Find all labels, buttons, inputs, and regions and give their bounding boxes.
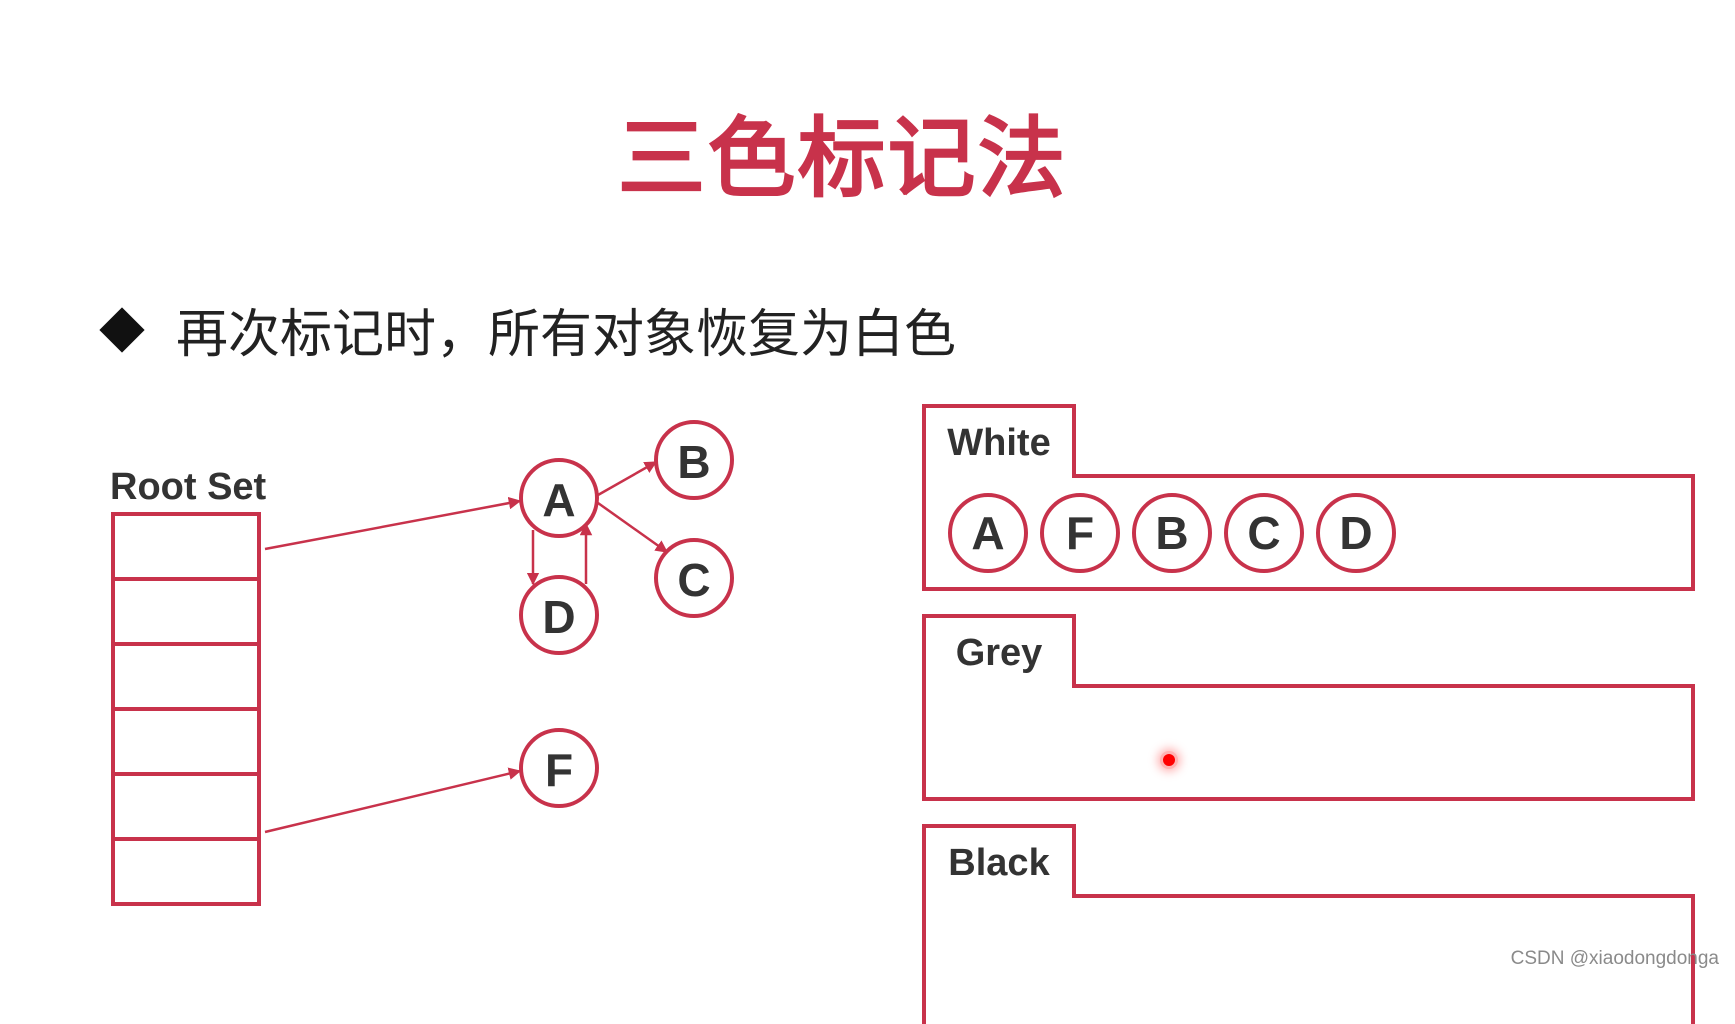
- root-set-cell: [111, 837, 261, 906]
- white-item-a: A: [948, 492, 1028, 573]
- node-c-label: C: [677, 554, 710, 606]
- node-f: F: [519, 728, 599, 808]
- node-b-label: B: [677, 436, 710, 488]
- white-set-box: A F B C D: [922, 474, 1695, 591]
- node-d: D: [519, 575, 599, 655]
- page-title: 三色标记法: [617, 107, 1068, 210]
- white-item-b: B: [1132, 492, 1212, 573]
- edge-a-to-b: [597, 460, 658, 497]
- root-set-stack: [111, 512, 261, 906]
- node-f-label: F: [545, 744, 573, 796]
- edge-a-to-c: [597, 501, 669, 554]
- white-item-f: F: [1040, 492, 1120, 573]
- object-graph: A B C D F: [264, 420, 734, 834]
- grey-set-label: Grey: [922, 614, 1076, 688]
- pointer-cursor-icon: [1163, 754, 1175, 766]
- bullet-text: 再次标记时，所有对象恢复为白色: [176, 305, 957, 365]
- edge-root-to-a: [264, 496, 522, 551]
- grey-set-box: [922, 684, 1695, 801]
- root-set-label: Root Set: [110, 466, 267, 508]
- watermark: CSDN @xiaodongdonga: [1510, 948, 1719, 969]
- white-set-label: White: [922, 404, 1076, 478]
- white-item-c: C: [1224, 492, 1304, 573]
- node-a: A: [519, 458, 599, 538]
- node-a-label: A: [542, 474, 575, 526]
- bullet-point: 再次标记时，所有对象恢复为白色: [98, 292, 956, 367]
- black-set-label: Black: [922, 824, 1076, 898]
- white-item-d: D: [1316, 492, 1396, 573]
- node-b: B: [654, 420, 734, 500]
- node-d-label: D: [542, 591, 575, 643]
- node-c: C: [654, 538, 734, 618]
- edge-root-to-f: [264, 767, 522, 834]
